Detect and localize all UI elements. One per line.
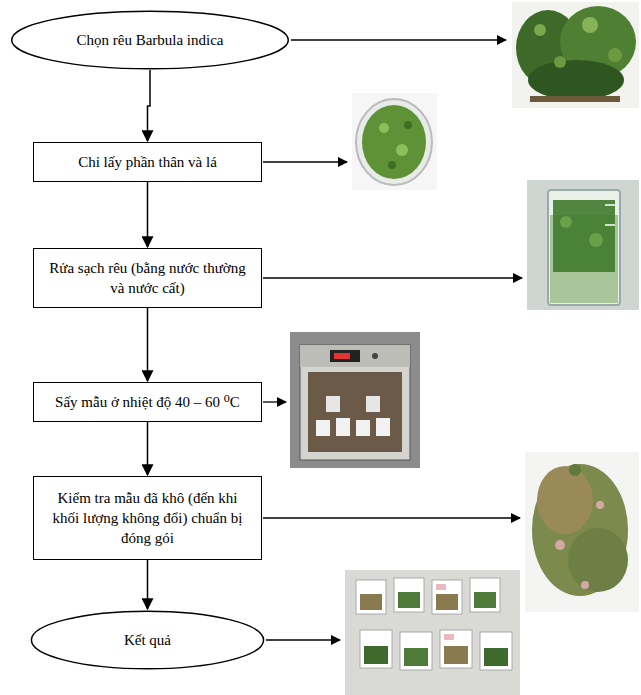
- petri-dish-photo: [404, 121, 412, 129]
- packets-photo: [444, 634, 454, 640]
- dried-moss-photo: [537, 466, 593, 534]
- node-text: Sấy mẫu ở nhiệt độ 40 – 60 ⁰C: [55, 392, 240, 412]
- oven-photo: [356, 420, 370, 436]
- dried-moss-photo: [525, 452, 639, 612]
- leader-arrow: [263, 401, 286, 402]
- node-text: Rửa sạch rêu (bằng nước thường và nước c…: [44, 258, 251, 299]
- dried-moss-photo: [581, 581, 589, 589]
- moss-photo: [582, 17, 598, 33]
- process-box: Sấy mẫu ở nhiệt độ 40 – 60 ⁰C: [33, 382, 262, 422]
- dried-moss-photo: [596, 501, 604, 509]
- node-text: Chỉ lấy phần thân và lá: [78, 152, 217, 172]
- process-box: Rửa sạch rêu (bằng nước thường và nước c…: [33, 248, 262, 308]
- packets-photo: [480, 632, 512, 670]
- packets-photo: [436, 584, 446, 590]
- packets-photo: [345, 570, 520, 695]
- ellipse-outline: [31, 611, 263, 669]
- moss-photo: [608, 48, 622, 62]
- petri-dish-photo: [388, 161, 396, 169]
- dried-moss-photo: [569, 464, 581, 476]
- flow-arrow: [147, 182, 149, 247]
- packets-photo: [470, 578, 500, 612]
- beaker-photo: [605, 204, 615, 206]
- node-text: Kiểm tra mẫu đã khô (đến khi khối lượng …: [44, 488, 251, 549]
- packets-photo: [444, 646, 468, 664]
- moss-photo: [530, 96, 620, 102]
- moss-photo: [512, 2, 639, 108]
- oven-photo: [300, 345, 410, 460]
- process-box: Chỉ lấy phần thân và lá: [33, 142, 262, 182]
- oven-photo: [316, 420, 330, 436]
- packets-photo: [356, 580, 386, 614]
- dried-moss-photo: [568, 528, 628, 592]
- oven-photo: [334, 353, 350, 359]
- oven-photo: [372, 353, 378, 359]
- oven-photo: [330, 350, 360, 362]
- packets-photo: [394, 578, 424, 612]
- moss-photo: [512, 2, 639, 108]
- leader-arrow: [263, 161, 347, 162]
- moss-photo: [534, 24, 546, 36]
- oven-photo: [376, 418, 390, 436]
- moss-photo: [528, 60, 624, 100]
- flow-arrow: [147, 308, 149, 381]
- ellipse-outline: [12, 11, 289, 69]
- beaker-photo: [527, 180, 639, 310]
- beaker-photo: [553, 200, 615, 272]
- beaker-photo: [548, 190, 620, 305]
- packets-photo: [360, 594, 382, 610]
- leader-arrow: [291, 39, 506, 40]
- packets-photo: [360, 630, 392, 668]
- oven-photo: [290, 332, 420, 468]
- dried-moss-photo: [525, 452, 639, 612]
- dried-moss-photo: [532, 464, 628, 596]
- flow-arrow: [148, 70, 151, 141]
- petri-dish-photo: [396, 144, 408, 156]
- beaker-photo: [560, 216, 572, 228]
- packets-photo: [436, 594, 458, 610]
- beaker-photo: [527, 180, 639, 310]
- leader-arrow: [266, 639, 340, 640]
- moss-photo: [554, 56, 566, 68]
- oven-photo: [300, 345, 410, 367]
- petri-dish-photo: [362, 105, 426, 179]
- packets-photo: [432, 580, 462, 614]
- oven-photo: [336, 418, 350, 436]
- oven-photo: [326, 396, 340, 412]
- packets-photo: [484, 648, 508, 666]
- packets-photo: [440, 630, 472, 668]
- packets-photo: [400, 632, 432, 670]
- packets-photo: [398, 592, 420, 608]
- beaker-photo: [589, 233, 603, 247]
- packets-photo: [345, 570, 520, 695]
- leader-arrow: [263, 277, 522, 278]
- leader-arrow: [263, 40, 522, 640]
- oven-photo: [290, 332, 420, 468]
- beaker-photo: [605, 224, 615, 226]
- petri-dish-photo: [352, 93, 437, 190]
- leader-arrow: [263, 517, 520, 518]
- packets-photo: [364, 646, 388, 664]
- end-ellipse: Kết quả: [30, 610, 265, 670]
- oven-photo: [366, 396, 380, 412]
- process-box: Kiểm tra mẫu đã khô (đến khi khối lượng …: [33, 476, 262, 560]
- petri-dish-photo: [356, 99, 432, 185]
- dried-moss-photo: [555, 540, 565, 550]
- flow-arrow: [147, 560, 149, 609]
- petri-dish-photo: [379, 123, 389, 133]
- petri-dish-photo: [352, 93, 437, 190]
- oven-photo: [308, 372, 402, 452]
- start-ellipse: Chọn rêu Barbula indica: [10, 10, 290, 70]
- flow-arrow: [147, 422, 149, 475]
- packets-photo: [474, 592, 496, 608]
- node-text: Kết quả: [124, 630, 171, 650]
- packets-photo: [404, 648, 428, 666]
- node-text: Chọn rêu Barbula indica: [76, 30, 223, 50]
